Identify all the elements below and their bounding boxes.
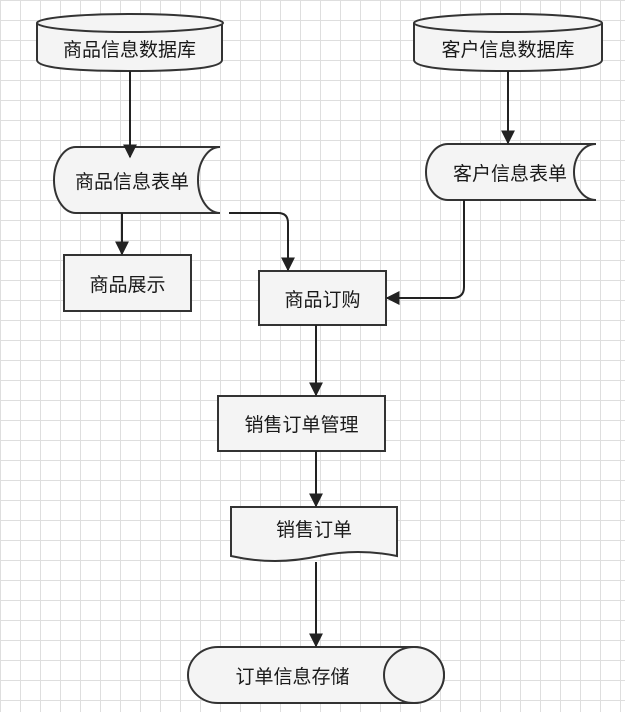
product-display-shape[interactable]	[63, 254, 192, 312]
product-table-shape[interactable]	[53, 146, 221, 214]
order-storage-label: 订单信息存储	[235, 665, 350, 688]
customer-table-shape[interactable]	[425, 143, 597, 201]
product-db-shape[interactable]	[36, 13, 224, 73]
sales-order-mgmt-label: 销售订单管理	[244, 413, 359, 436]
sales-order-mgmt-shape[interactable]	[217, 395, 386, 452]
product-display-label: 商品展示	[89, 273, 166, 296]
customer-table-label: 客户信息表单	[452, 162, 567, 185]
connector-customer-to-order	[385, 200, 465, 305]
product-order-label: 商品订购	[284, 288, 361, 311]
sales-order-shape[interactable]	[230, 506, 398, 562]
customer-db-label: 客户信息数据库	[441, 38, 575, 61]
sales-order-label: 销售订单	[275, 518, 352, 541]
product-table-label: 商品信息表单	[74, 170, 189, 193]
product-db-label: 商品信息数据库	[62, 38, 196, 61]
customer-db-shape[interactable]	[413, 13, 603, 73]
order-storage-shape[interactable]	[187, 646, 445, 704]
connector-table-to-order	[229, 212, 295, 272]
